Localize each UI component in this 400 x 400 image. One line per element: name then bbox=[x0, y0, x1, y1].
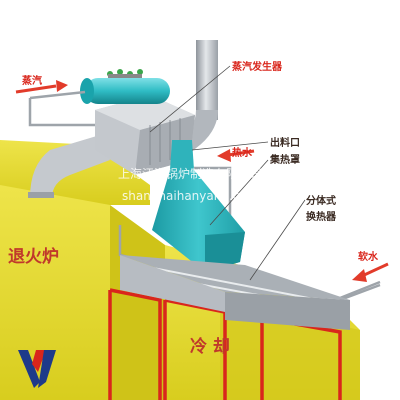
furnace-wall-side bbox=[110, 205, 165, 400]
steam-generator-drum bbox=[80, 69, 170, 104]
furnace-wall bbox=[0, 185, 110, 400]
watermark-company: 上海汗洋锅炉制造有限公司 bbox=[118, 166, 262, 181]
label-split-exchanger-1: 分体式 bbox=[306, 194, 336, 207]
arrow-down-left-icon bbox=[352, 262, 389, 282]
label-steam-generator: 蒸汽发生器 bbox=[232, 60, 283, 73]
red-support-frames bbox=[108, 288, 342, 400]
label-steam: 蒸汽 bbox=[22, 74, 42, 87]
label-soft-water: 软水 bbox=[358, 250, 379, 263]
leader-lines bbox=[149, 65, 306, 281]
heat-collection-hood bbox=[152, 140, 245, 272]
arrow-right-icon bbox=[15, 80, 68, 94]
label-annealing-furnace: 退火炉 bbox=[8, 246, 59, 267]
label-cooling: 冷 却 bbox=[190, 336, 230, 357]
company-logo-icon bbox=[18, 350, 56, 388]
arrow-left-icon bbox=[217, 149, 255, 162]
label-outlet: 出料口 bbox=[270, 136, 300, 149]
label-hot-water: 热水 bbox=[232, 146, 253, 159]
label-split-exchanger-2: 换热器 bbox=[306, 210, 337, 223]
split-heat-exchanger bbox=[120, 255, 351, 330]
watermark-website: shanghaihanyang.cn.china.cn bbox=[122, 189, 301, 203]
label-heat-hood: 集热罩 bbox=[269, 153, 300, 166]
